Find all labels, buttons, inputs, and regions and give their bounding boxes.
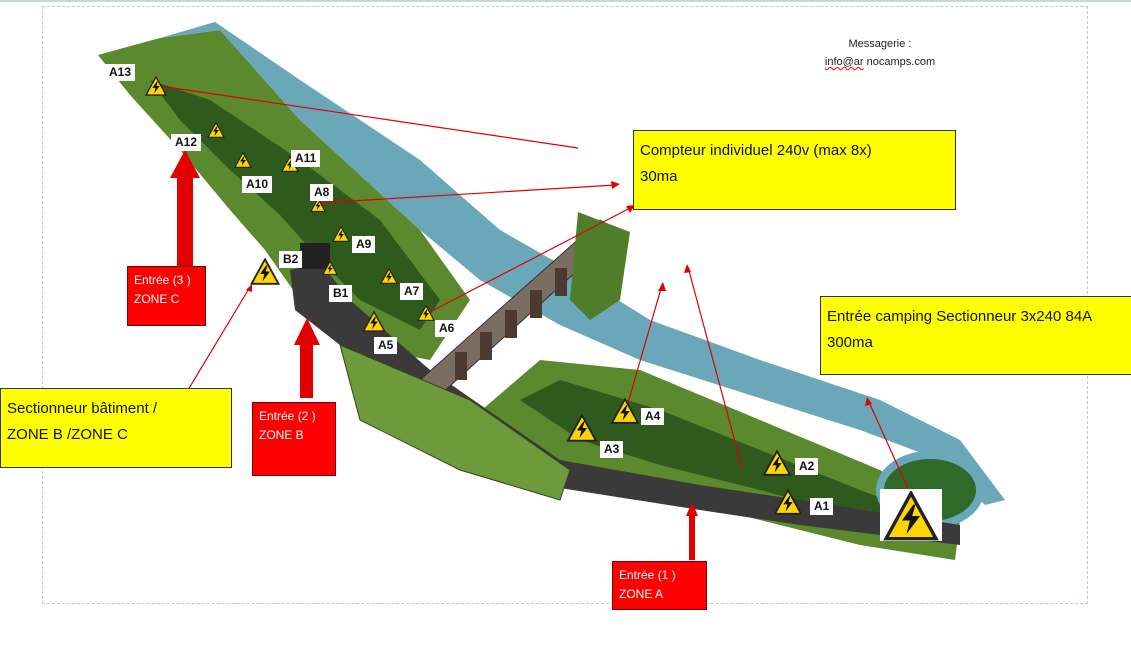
entrance-zone-b: Entrée (2 ) ZONE B [252, 402, 336, 476]
entry-arrow-zone-b [294, 318, 320, 398]
entry-arrow-zone-c [170, 150, 200, 268]
top-border [0, 0, 1131, 2]
river [160, 22, 1005, 505]
building-b2 [300, 243, 330, 269]
point-label-a12: A12 [171, 134, 202, 151]
callout-sectionneur-line1: Sectionneur bâtiment / [7, 400, 158, 417]
entrance-zone-a-line2: ZONE A [619, 587, 664, 601]
point-label-a5: A5 [374, 337, 398, 354]
callout-entree-camping: Entrée camping Sectionneur 3x240 84A 300… [820, 296, 1131, 375]
messagerie-email-domain: nocamps.com [863, 56, 936, 68]
annotation-arrows [159, 85, 911, 494]
point-label-a3: A3 [600, 441, 624, 458]
terrain-zone-c-dark [150, 80, 440, 330]
point-label-a4: A4 [641, 408, 665, 425]
point-label-b2: B2 [279, 251, 303, 268]
point-label-a1: A1 [810, 498, 834, 515]
hillside-right [570, 212, 630, 320]
callout-sectionneur-batiment: Sectionneur bâtiment / ZONE B /ZONE C [0, 388, 232, 468]
point-label-a9: A9 [352, 236, 376, 253]
messagerie-title: Messagerie : [848, 38, 912, 50]
point-label-a7: A7 [400, 283, 424, 300]
entrance-zone-a-line1: Entrée (1 ) [619, 568, 676, 582]
entrance-zone-c-line1: Entrée (3 ) [134, 273, 191, 287]
callout-compteur: Compteur individuel 240v (max 8x) 30ma [633, 130, 956, 210]
point-label-a13: A13 [105, 64, 136, 81]
entrance-zone-c-line2: ZONE C [134, 292, 180, 306]
messagerie-block: Messagerie : info@ar nocamps.com [815, 35, 945, 71]
point-label-a10: A10 [242, 176, 273, 193]
entrance-zone-c: Entrée (3 ) ZONE C [127, 266, 206, 326]
entrance-zone-b-line1: Entrée (2 ) [259, 409, 316, 423]
point-label-a2: A2 [795, 458, 819, 475]
point-label-a8: A8 [310, 184, 334, 201]
entrance-zone-a: Entrée (1 ) ZONE A [612, 561, 707, 610]
messagerie-email: info@ar nocamps.com [815, 53, 945, 71]
point-label-b1: B1 [329, 285, 353, 302]
callout-sectionneur-line2: ZONE B /ZONE C [7, 426, 128, 443]
callout-entree-camping-line1: Entrée camping Sectionneur 3x240 84A [827, 308, 1093, 325]
warning-icons [145, 76, 942, 541]
point-label-a6: A6 [435, 320, 459, 337]
point-label-a11: A11 [291, 150, 321, 167]
entry-arrow-zone-a [686, 502, 698, 560]
callout-compteur-line1: Compteur individuel 240v (max 8x) [640, 142, 872, 159]
callout-entree-camping-line2: 300ma [827, 334, 873, 351]
callout-compteur-line2: 30ma [640, 168, 678, 185]
embankment [339, 344, 571, 501]
arrow-heads [246, 181, 872, 406]
messagerie-email-user: info@ar [824, 56, 864, 68]
entrance-zone-b-line2: ZONE B [259, 428, 304, 442]
